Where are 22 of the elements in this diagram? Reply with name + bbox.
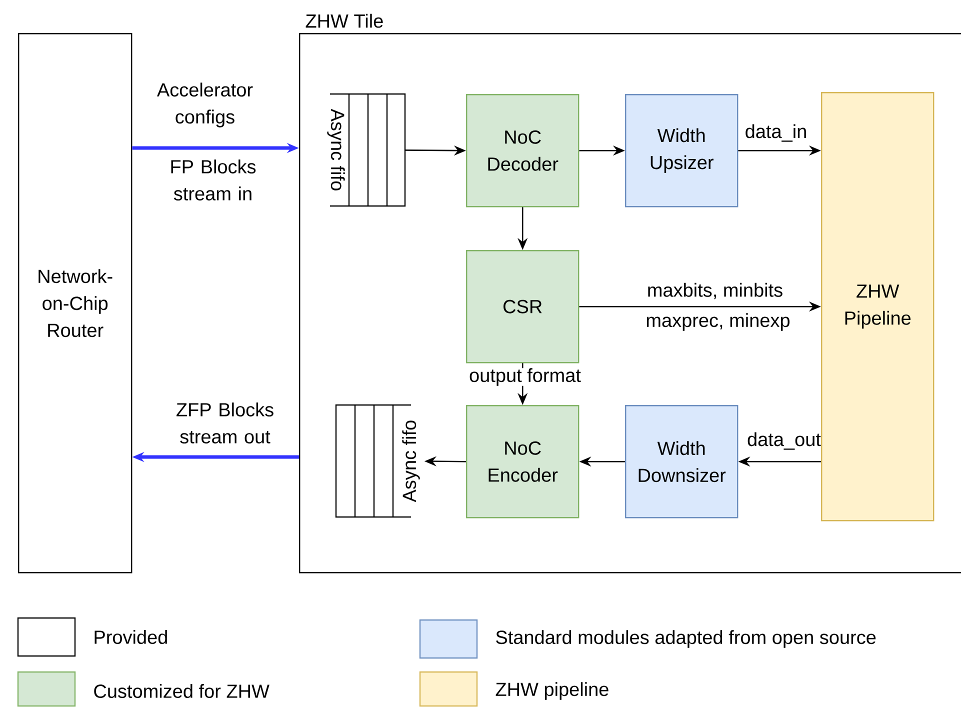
edge-label: data_out	[748, 432, 821, 450]
edge-label: ZFP Blocks stream out	[176, 402, 274, 444]
module-box: NoC Decoder	[466, 94, 580, 208]
router-box: Network-on-Chip Router	[18, 33, 132, 574]
fifo-drawing: Async fifo	[335, 404, 420, 518]
module-box: Width Downsizer	[625, 405, 738, 518]
legend-text: Customized for ZHW	[94, 684, 270, 698]
fifo-drawing: Async fifo	[327, 93, 406, 207]
edge-label: Accelerator configs	[156, 82, 253, 128]
edge-label: maxbits, minbits	[648, 282, 782, 300]
pipeline-box: ZHW Pipeline	[821, 92, 934, 522]
module-box: CSR	[466, 250, 580, 364]
edge-label: data_in	[746, 124, 806, 142]
legend-text: ZHW pipeline	[496, 682, 608, 700]
legend-text: Standard modules adapted from open source	[496, 630, 876, 648]
module-box: NoC Encoder	[466, 405, 580, 518]
tile-heading: ZHW Tile	[306, 14, 383, 28]
module-box: Width Upsizer	[625, 94, 738, 208]
signal-label: maxprec, minexp	[646, 313, 790, 331]
legend-text: Provided	[94, 630, 167, 644]
edge-label: output format	[468, 368, 582, 386]
signal-label: FP Blocks stream in	[171, 160, 256, 200]
